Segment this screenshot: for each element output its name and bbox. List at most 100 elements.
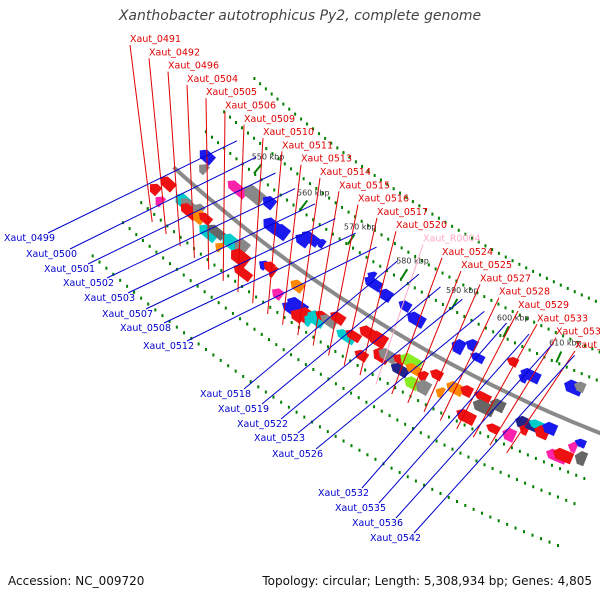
guide-dot [330, 141, 333, 145]
guide-dot [483, 463, 486, 467]
guide-dot [424, 208, 427, 212]
guide-dot [327, 345, 330, 349]
guide-dot [487, 435, 490, 439]
gene-arrow [407, 311, 427, 329]
gene-block [199, 224, 220, 244]
guide-dot [504, 306, 507, 310]
gene-block [470, 352, 486, 365]
guide-dot [345, 242, 348, 246]
tick-label: 580 kbp [396, 257, 429, 266]
gene-label-outer: Xaut_0529 [518, 300, 569, 311]
guide-dot [440, 411, 443, 415]
guide-dot [217, 301, 220, 305]
guide-dot [240, 126, 243, 130]
guide-dot [356, 363, 359, 367]
guide-dot [318, 425, 321, 429]
guide-dot [562, 334, 565, 338]
tick-mark [253, 163, 263, 175]
gene-block [198, 212, 214, 226]
guide-dot [318, 132, 321, 136]
gene-block [573, 381, 587, 394]
leader-line [378, 333, 530, 504]
guide-dot [239, 317, 242, 321]
guide-dot [396, 418, 399, 422]
guide-dot [462, 283, 465, 287]
guide-dot [189, 279, 192, 283]
guide-dot [414, 479, 417, 483]
guide-dot [573, 368, 576, 372]
guide-dot [342, 439, 345, 443]
guide-dot [477, 240, 480, 244]
guide-dot [379, 264, 382, 268]
gene-block [574, 451, 589, 467]
guide-dot [119, 278, 122, 282]
gene-block [456, 409, 478, 427]
guide-dot [227, 274, 230, 278]
guide-dot [336, 146, 339, 150]
guide-dot [162, 256, 165, 260]
guide-dot [229, 151, 232, 155]
guide-dot [532, 269, 535, 273]
guide-dot [271, 152, 274, 156]
guide-dot [140, 201, 143, 205]
guide-dot [497, 302, 500, 306]
guide-dot [528, 348, 531, 352]
guide-dot [334, 350, 337, 354]
guide-dot [276, 97, 279, 101]
guide-dot [295, 410, 298, 414]
guide-dot [531, 533, 534, 537]
guide-dot [434, 298, 437, 302]
gene-block [542, 421, 559, 437]
gene-block [208, 224, 227, 241]
guide-dot [219, 358, 222, 362]
guide-dot [373, 405, 376, 409]
guide-dot [456, 500, 459, 504]
guide-dot [248, 290, 251, 294]
gene-block [263, 196, 278, 211]
gene-label-inner: Xaut_0536 [352, 518, 403, 529]
guide-dot [312, 218, 315, 222]
tick-label: 590 kbp [446, 286, 479, 295]
guide-dot [548, 492, 551, 496]
guide-dot [451, 447, 454, 451]
gene-label-outer: Xaut_0513 [301, 154, 352, 165]
gene-arrow [230, 248, 252, 269]
gene-arrow [486, 423, 501, 435]
guide-dot [365, 400, 368, 404]
guide-dot [341, 205, 344, 209]
gene-label-outer: Xaut_0533 [537, 313, 588, 324]
guide-dot [325, 227, 328, 231]
leader-line [456, 310, 519, 430]
guide-dot [141, 238, 144, 242]
gene-block [417, 370, 430, 383]
gene-arrow [435, 387, 446, 399]
guide-dot [305, 213, 308, 217]
gene-label-outer: Xaut_0524 [442, 247, 493, 258]
guide-dot [532, 485, 535, 489]
guide-dot [489, 515, 492, 519]
guide-dot [262, 300, 265, 304]
guide-dot [467, 455, 470, 459]
guide-dot [146, 207, 149, 211]
guide-dot [497, 251, 500, 255]
guide-dot [371, 373, 374, 377]
leader-line [312, 191, 340, 346]
gene-block [407, 311, 427, 329]
gene-arrow [460, 385, 475, 399]
guide-dot [253, 77, 256, 81]
gene-label-inner: Xaut_0507 [102, 309, 153, 320]
guide-dot [490, 298, 493, 302]
guide-dot [547, 327, 550, 331]
gene-arrow [155, 196, 167, 208]
guide-dot [294, 112, 297, 116]
gene-block [435, 387, 446, 399]
guide-dot [456, 311, 459, 315]
guide-dot [203, 290, 206, 294]
gene-label-outer: Xaut_0525 [461, 260, 512, 271]
guide-dot [334, 434, 337, 438]
guide-dot [455, 279, 458, 283]
guide-dot [283, 162, 286, 166]
genome-backbone [172, 165, 600, 436]
